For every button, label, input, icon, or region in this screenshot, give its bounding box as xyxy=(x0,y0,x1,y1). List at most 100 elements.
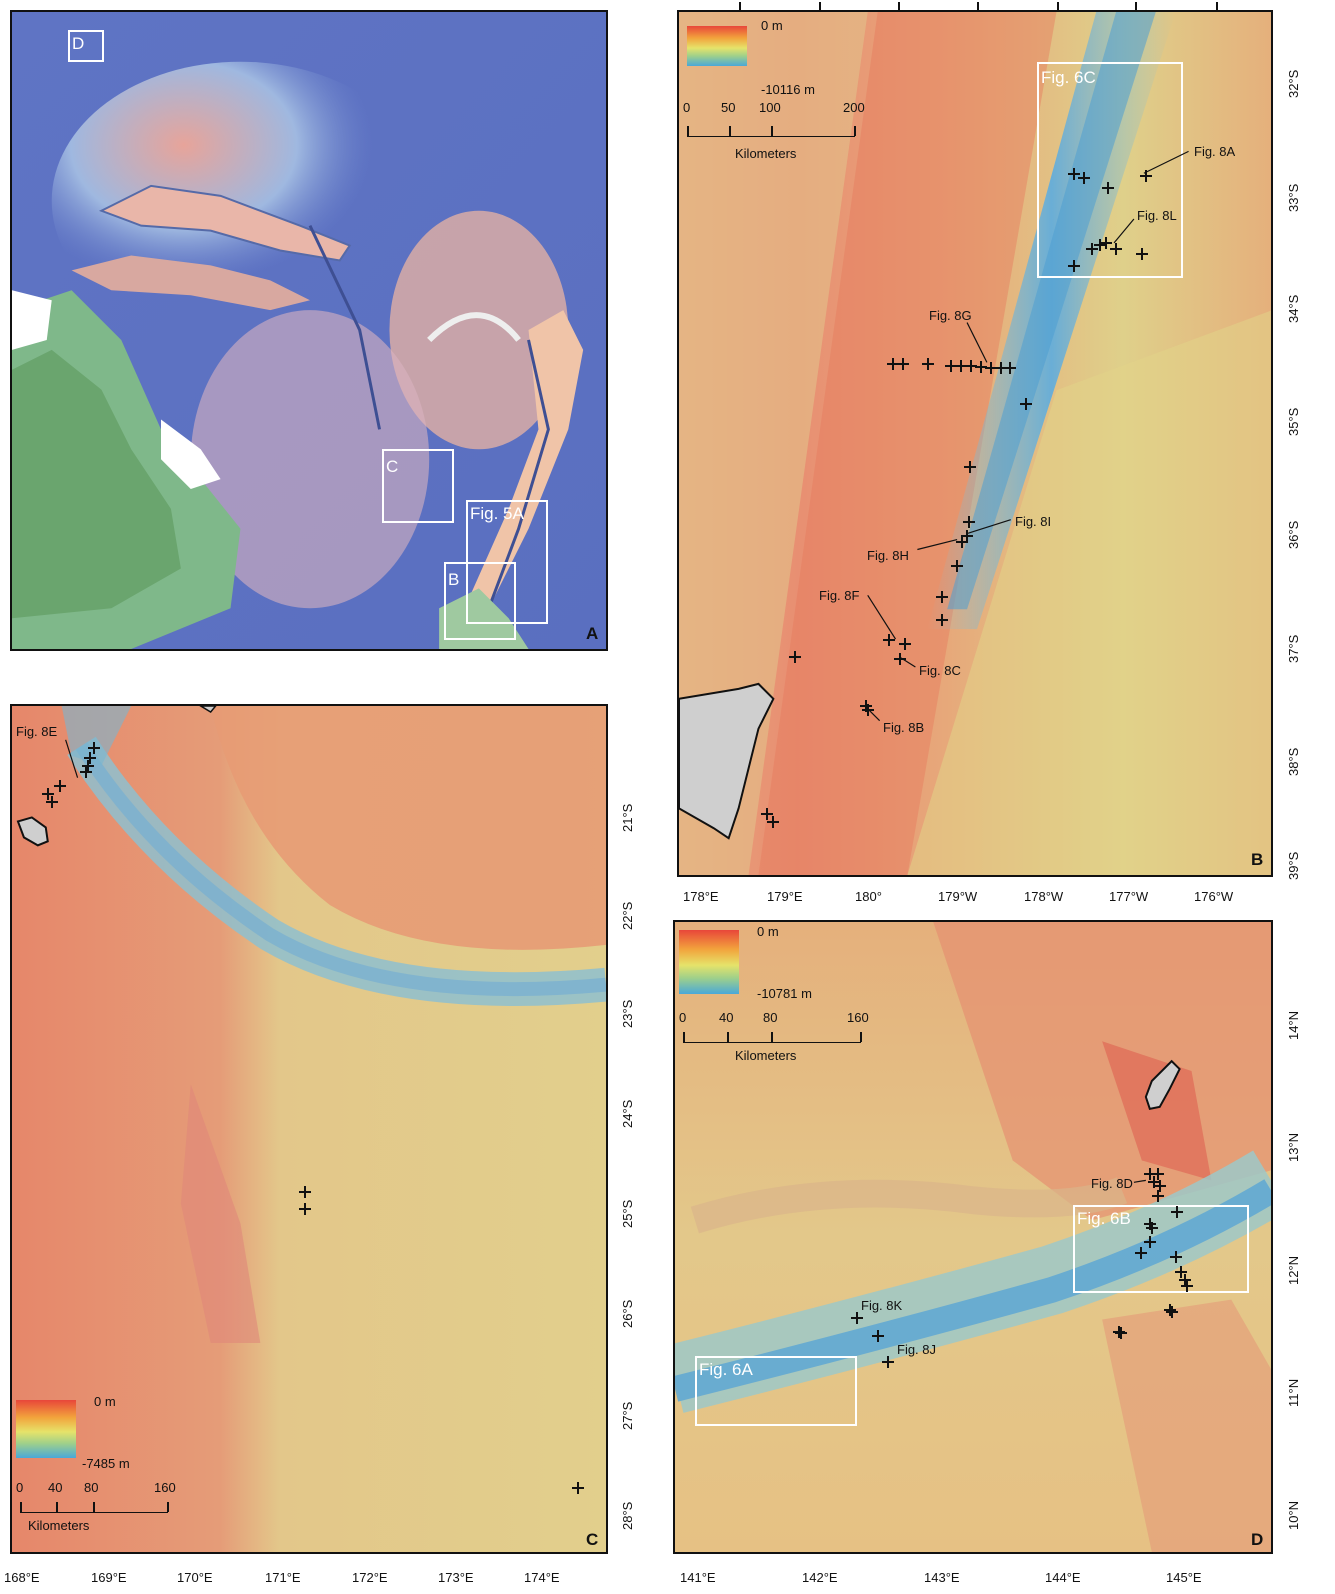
sample-site-marker xyxy=(299,1186,311,1198)
overview-box-d-label: D xyxy=(72,34,85,53)
sample-site-marker xyxy=(1068,168,1080,180)
label-fig8g: Fig. 8G xyxy=(929,308,972,323)
lat-tick-d-1: 13°N xyxy=(1286,1132,1301,1162)
lat-tick-c-4: 25°S xyxy=(620,1199,635,1228)
sample-site-marker xyxy=(88,742,100,754)
lat-tick-d-2: 12°N xyxy=(1286,1255,1301,1285)
overview-bathymetry xyxy=(12,12,606,649)
scale-bar-tick xyxy=(167,1502,169,1512)
sample-site-marker xyxy=(1020,398,1032,410)
sample-site-marker xyxy=(1144,1168,1156,1180)
sample-site-marker xyxy=(767,816,779,828)
lon-tick-b-0: 178°E xyxy=(683,889,719,904)
sample-site-marker xyxy=(964,461,976,473)
sample-site-marker xyxy=(862,704,874,716)
sample-site-marker xyxy=(860,700,872,712)
mariana-bathymetry xyxy=(675,922,1271,1552)
lon-tick-c-6: 174°E xyxy=(524,1570,560,1585)
sample-site-marker xyxy=(1144,1218,1156,1230)
depth-legend-min: -10116 m xyxy=(761,82,815,97)
lat-tick-b-7: 39°S xyxy=(1286,851,1301,880)
panel-d-letter: D xyxy=(1251,1530,1264,1549)
sample-site-marker xyxy=(899,638,911,650)
scale-label-160: 160 xyxy=(154,1480,176,1495)
panel-c-loyalty-map: Fig. 8E 0 m -7485 m 0 40 80 160 Kilomete… xyxy=(10,704,608,1554)
depth-legend-gradient xyxy=(679,930,739,994)
depth-legend-gradient xyxy=(687,26,747,66)
sample-site-marker xyxy=(82,760,94,772)
sample-site-marker xyxy=(965,360,977,372)
overview-box-b xyxy=(444,562,516,640)
lon-tick-c-5: 173°E xyxy=(438,1570,474,1585)
axis-tick xyxy=(1216,2,1218,10)
lon-tick-d-1: 142°E xyxy=(802,1570,838,1585)
sample-site-marker xyxy=(1166,1306,1178,1318)
depth-legend-max: 0 m xyxy=(757,924,779,939)
sample-site-marker xyxy=(1164,1304,1176,1316)
axis-tick xyxy=(819,2,821,10)
scale-bar-tick xyxy=(727,1032,729,1042)
lat-tick-c-5: 26°S xyxy=(620,1299,635,1328)
lon-tick-d-0: 141°E xyxy=(680,1570,716,1585)
sample-site-marker xyxy=(1100,237,1112,249)
sample-site-marker xyxy=(1094,239,1106,251)
overview-box-c xyxy=(382,449,454,523)
axis-tick xyxy=(898,2,900,10)
depth-legend-max: 0 m xyxy=(94,1394,116,1409)
box-fig6c-label: Fig. 6C xyxy=(1041,68,1096,87)
lat-tick-c-0: 21°S xyxy=(620,803,635,832)
axis-tick xyxy=(1135,2,1137,10)
panel-b-letter: B xyxy=(1251,850,1264,869)
scale-label-0: 0 xyxy=(16,1480,24,1495)
sample-site-marker xyxy=(54,780,66,792)
leader-lines xyxy=(867,150,1189,722)
sample-site-marker xyxy=(995,362,1007,374)
depth-legend-min: -7485 m xyxy=(82,1456,130,1471)
lat-tick-b-3: 35°S xyxy=(1286,407,1301,436)
sample-site-marker xyxy=(761,808,773,820)
label-fig8j: Fig. 8J xyxy=(897,1342,937,1357)
axis-tick xyxy=(739,2,741,10)
box-fig6c xyxy=(1037,62,1183,278)
lon-tick-b-2: 180° xyxy=(855,889,882,904)
lat-tick-b-2: 34°S xyxy=(1286,294,1301,323)
depth-legend-max: 0 m xyxy=(761,18,783,33)
sample-site-marker xyxy=(1102,182,1114,194)
panel-a-overview-map: D C Fig. 5A B A xyxy=(10,10,608,651)
panel-a-letter: A xyxy=(586,624,599,643)
sample-site-marker xyxy=(975,361,987,373)
scale-unit: Kilometers xyxy=(735,146,797,161)
sample-site-marker xyxy=(1152,1190,1164,1202)
sample-site-marker xyxy=(1135,1247,1147,1259)
sample-site-marker xyxy=(1140,170,1152,182)
sample-site-marker xyxy=(961,530,973,542)
lat-tick-d-0: 14°N xyxy=(1286,1010,1301,1040)
overview-box-b-label: B xyxy=(448,570,460,589)
label-fig8c: Fig. 8C xyxy=(919,663,961,678)
lat-tick-d-3: 11°N xyxy=(1286,1378,1301,1407)
scale-bar-tick xyxy=(683,1032,685,1042)
lon-tick-c-3: 171°E xyxy=(265,1570,301,1585)
sample-site-marker xyxy=(42,788,54,800)
sample-site-marker xyxy=(1144,1236,1156,1248)
sample-site-marker xyxy=(1146,1222,1158,1234)
sample-site-marker xyxy=(1086,243,1098,255)
sample-site-marker xyxy=(1154,1180,1166,1192)
box-fig6a xyxy=(695,1356,857,1426)
sample-site-marker xyxy=(1068,260,1080,272)
sample-site-marker xyxy=(1110,243,1122,255)
sample-site-marker xyxy=(1136,248,1148,260)
sample-site-marker xyxy=(299,1203,311,1215)
sample-site-marker xyxy=(936,614,948,626)
sample-site-marker xyxy=(955,360,967,372)
lat-tick-c-3: 24°S xyxy=(620,1099,635,1128)
scale-label-40: 40 xyxy=(719,1010,734,1025)
sample-site-marker xyxy=(1170,1251,1182,1263)
sample-site-marker xyxy=(956,536,968,548)
label-fig8k: Fig. 8K xyxy=(861,1298,903,1313)
axis-tick xyxy=(977,2,979,10)
sample-site-marker xyxy=(1175,1266,1187,1278)
sample-site-marker xyxy=(897,358,909,370)
scale-bar-tick xyxy=(93,1502,95,1512)
sample-site-marker xyxy=(80,766,92,778)
